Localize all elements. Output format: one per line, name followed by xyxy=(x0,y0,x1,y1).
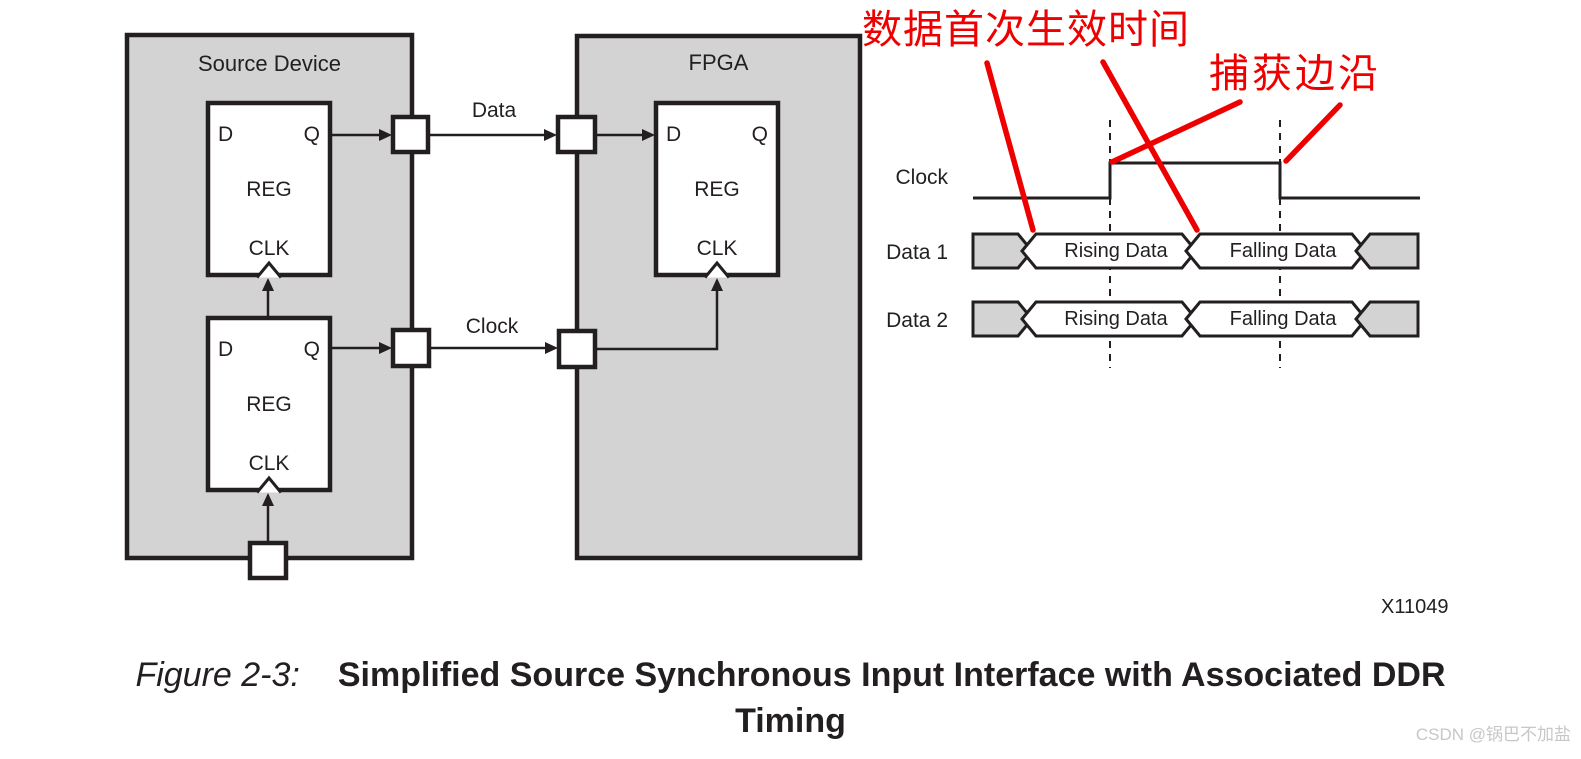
data2-bus-waveform xyxy=(971,300,1420,338)
source-device-title: Source Device xyxy=(197,51,342,76)
io-pads xyxy=(247,114,598,581)
source-reg2: D Q REG CLK xyxy=(208,318,330,490)
fpga-clock-route-wire xyxy=(595,289,719,351)
figure-caption-title: Simplified Source Synchronous Input Inte… xyxy=(337,656,1446,694)
timing-data2-row-label: Data 2 xyxy=(886,309,948,332)
reg-q-label: Q xyxy=(751,123,768,146)
data1-invalid-right xyxy=(1354,232,1420,270)
arrowheads xyxy=(262,129,723,506)
figure-id: X11049 xyxy=(1381,596,1449,618)
arrow-reg1-clk-icon xyxy=(262,278,274,291)
leader-capture-falling-edge xyxy=(1283,102,1343,164)
timing-clock-row-label: Clock xyxy=(895,166,948,189)
reg-q-label: Q xyxy=(303,338,320,361)
source-reg1: D Q REG CLK xyxy=(208,103,330,275)
source-reg2-clock-wedge-icon xyxy=(255,475,283,494)
arrow-fpga-clk-icon xyxy=(711,278,723,291)
timing-data1-row-label: Data 1 xyxy=(886,241,948,264)
figure-caption-line1: Figure 2-3: Simplified Source Synchronous… xyxy=(0,656,1581,695)
annotation-data-first-valid: 数据首次生效时间 xyxy=(862,7,1190,53)
reg-name-label: REG xyxy=(694,178,740,201)
clock-wire-label: Clock xyxy=(465,315,519,338)
figure-caption-line2: Timing xyxy=(735,702,846,740)
reg-d-label: D xyxy=(666,123,682,146)
reg-clk-label: CLK xyxy=(248,237,290,260)
annotation-capture-edge: 捕获边沿 xyxy=(1209,51,1381,97)
reg-q-label: Q xyxy=(303,123,320,146)
data2-invalid-right xyxy=(1354,300,1420,338)
data-wire-label: Data xyxy=(471,99,517,122)
figure-caption-prefix: Figure 2-3: xyxy=(135,656,300,694)
clock-wedges xyxy=(255,260,731,494)
fpga-data-pad xyxy=(555,114,598,155)
data2-rising-label: Rising Data xyxy=(1064,308,1168,330)
reg-clk-label: CLK xyxy=(248,452,290,475)
reg-name-label: REG xyxy=(246,178,292,201)
arrow-fpga-d-icon xyxy=(642,129,655,141)
fpga-reg-clock-wedge-icon xyxy=(703,260,731,279)
source-clock-pad xyxy=(390,327,432,369)
source-data-pad xyxy=(390,114,431,155)
clock-waveform xyxy=(973,161,1420,200)
data1-rising-label: Rising Data xyxy=(1064,240,1168,262)
fpga-clock-pad xyxy=(556,328,598,370)
leader-capture-rising-edge xyxy=(1109,99,1243,165)
arrow-reg2-clk-icon xyxy=(262,493,274,506)
source-clock-input-pad xyxy=(247,540,289,581)
fpga-title: FPGA xyxy=(688,50,749,75)
leader-first-valid-rising xyxy=(984,60,1036,233)
reg-d-label: D xyxy=(218,338,234,361)
data1-invalid-left xyxy=(971,232,1034,270)
data1-bus-waveform xyxy=(971,232,1420,270)
arrow-data-pad-icon xyxy=(379,129,392,141)
data1-falling-label: Falling Data xyxy=(1229,240,1337,262)
fpga-reg: D Q REG CLK xyxy=(656,103,778,275)
csdn-watermark: CSDN @锅巴不加盐 xyxy=(1415,725,1571,744)
arrow-clock-pad-icon xyxy=(379,342,392,354)
reg-clk-label: CLK xyxy=(696,237,738,260)
annotation-leader-lines xyxy=(984,59,1343,233)
arrow-clock-fpga-pad-icon xyxy=(545,342,558,354)
data2-falling-label: Falling Data xyxy=(1229,308,1337,330)
source-reg1-clock-wedge-icon xyxy=(255,260,283,279)
wires xyxy=(266,133,719,543)
arrow-data-fpga-pad-icon xyxy=(544,129,557,141)
reg-name-label: REG xyxy=(246,393,292,416)
reg-d-label: D xyxy=(218,123,234,146)
data2-invalid-left xyxy=(971,300,1034,338)
